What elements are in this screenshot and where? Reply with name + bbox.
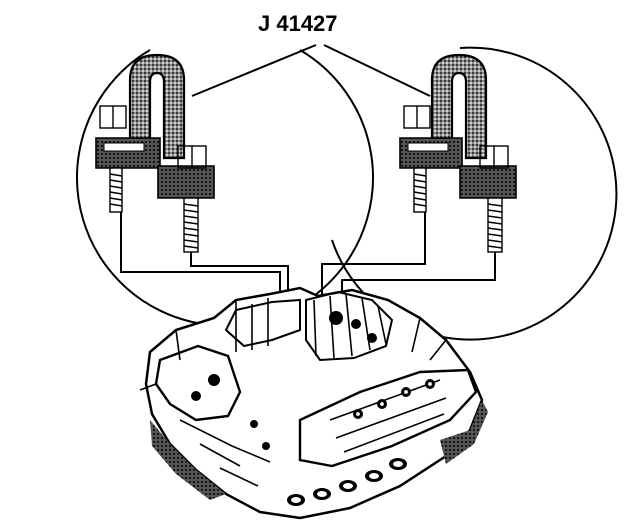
- engine-assembly: [139, 286, 488, 520]
- left-lift-bracket: [95, 53, 215, 253]
- right-lift-bracket: [399, 53, 517, 253]
- tool-label: J 41427: [258, 11, 338, 36]
- label-leader-lines: [191, 44, 431, 97]
